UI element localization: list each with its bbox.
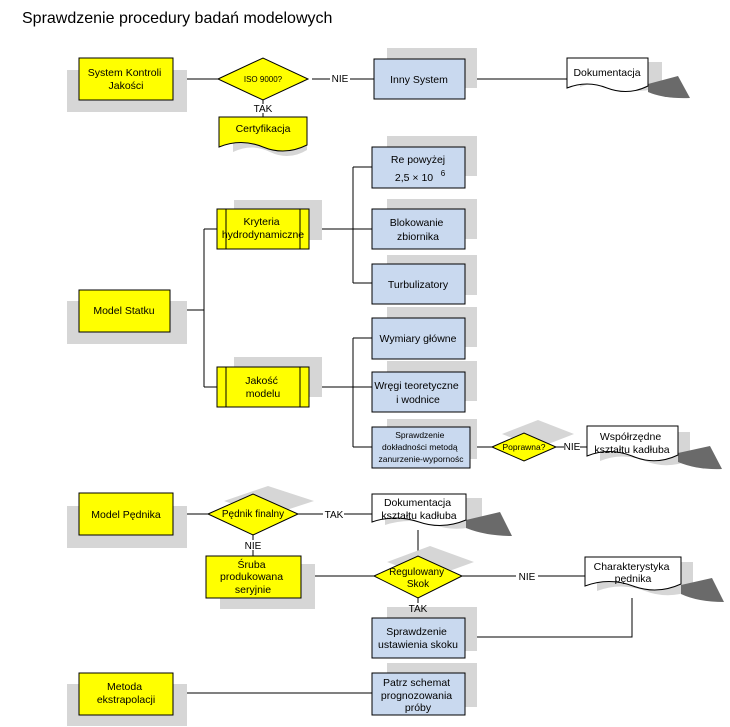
node-certyfikacja: Certyfikacja	[218, 116, 308, 152]
node-label: Regulowany	[389, 567, 444, 578]
node-label: Re powyżej	[391, 154, 445, 166]
node-label: Certyfikacja	[236, 123, 291, 135]
node-pednik-finalny: Pędnik finalny	[206, 493, 300, 536]
edge-label-regulowany-tak: TAK	[409, 604, 428, 615]
node-kryteria: Kryteria hydrodynamiczne	[216, 208, 310, 250]
node-label: System Kontroli	[88, 67, 162, 79]
node-label: produkowana	[220, 571, 283, 583]
node-label: dokładności metodą	[382, 442, 458, 452]
node-label: ISO 9000?	[244, 75, 283, 84]
svg-text:Blokowanie zbiornika: Blokowanie zbiornika	[390, 217, 447, 243]
node-label: Śruba	[238, 558, 266, 571]
svg-text:Charakterystyka pędnik: Charakterystyka pędnika	[594, 561, 673, 585]
node-label: Jakości	[108, 80, 143, 92]
node-label: prognozowania	[381, 690, 452, 702]
node-label: Model Pędnika	[91, 509, 161, 521]
node-label: Wymiary główne	[380, 333, 457, 345]
node-label: modelu	[246, 388, 281, 400]
page-title: Sprawdzenie procedury badań modelowych	[22, 10, 333, 27]
node-label: Jakość	[245, 375, 278, 387]
node-label: ekstrapolacji	[97, 694, 155, 706]
node-label: Dokumentacja	[384, 497, 451, 509]
node-wymiary: Wymiary główne	[371, 317, 466, 360]
node-label: ustawienia skoku	[378, 639, 458, 651]
node-label: próby	[405, 702, 432, 714]
node-label: kształtu kadłuba	[381, 510, 456, 522]
node-wspolrzedne: Współrzędne kształtu kadłuba	[586, 425, 679, 462]
node-label: zbiornika	[397, 231, 439, 243]
shadow	[466, 512, 512, 536]
node-label: Wręgi teoretyczne	[374, 380, 459, 392]
edge-label-pednik-tak: TAK	[325, 510, 344, 521]
shadow	[681, 578, 724, 602]
node-label: Turbulizatory	[388, 279, 449, 291]
edge-label-regulowany-nie: NIE	[519, 572, 536, 583]
node-label: seryjnie	[235, 584, 271, 596]
node-label: Model Statku	[93, 305, 154, 317]
edge-label-pednik-nie: NIE	[245, 541, 262, 552]
svg-text:Regulowany Skok: Regulowany Skok	[389, 567, 447, 590]
node-poprawna: Poprawna?	[490, 432, 558, 462]
shadow	[648, 76, 690, 99]
node-dokumentacja: Dokumentacja	[566, 57, 649, 92]
node-label: Metoda	[107, 681, 142, 693]
svg-text:Dokumentacja kształtu: Dokumentacja kształtu kadłuba	[381, 497, 456, 522]
node-label: Skok	[407, 579, 430, 590]
node-label: zanurzenie-wypornośc	[378, 454, 464, 464]
node-label: kształtu kadłuba	[594, 444, 669, 456]
node-label: Charakterystyka	[594, 561, 670, 573]
svg-text:Patrz schemat prognozo: Patrz schemat prognozowania próby	[381, 677, 455, 714]
node-label: pędnika	[615, 573, 652, 585]
svg-text:Śruba produkowana: Śruba produkowana seryjnie	[220, 558, 286, 596]
node-label: Dokumentacja	[573, 67, 640, 79]
node-label-exponent: 6	[441, 169, 446, 178]
edge-label-poprawna-nie: NIE	[564, 442, 581, 453]
node-re-powyzej: Re powyżej 2,5 × 10 6	[371, 146, 466, 189]
node-sruba: Śruba produkowana seryjnie	[205, 555, 302, 599]
node-blokowanie: Blokowanie zbiornika	[371, 208, 466, 250]
node-iso9000: ISO 9000?	[216, 57, 310, 101]
node-sprawdzenie-ustawienia: Sprawdzenie ustawienia skoku	[371, 617, 466, 659]
node-label: hydrodynamiczne	[222, 229, 304, 241]
svg-text:Sprawdzenie dokładnośc: Sprawdzenie dokładności metodą zanurzeni…	[378, 430, 464, 464]
node-patrz-schemat: Patrz schemat prognozowania próby	[371, 672, 466, 716]
node-jakosc: Jakość modelu	[216, 366, 310, 408]
node-model-statku: Model Statku	[78, 289, 171, 333]
node-label: Kryteria	[243, 216, 279, 228]
node-label: Patrz schemat	[383, 677, 450, 689]
node-system-kontroli: System Kontroli Jakości	[78, 57, 174, 101]
node-model-pednika: Model Pędnika	[78, 492, 174, 536]
node-label: Sprawdzenie	[395, 430, 444, 440]
node-regulowany-skok: Regulowany Skok	[372, 555, 464, 599]
node-label: Współrzędne	[600, 431, 661, 443]
svg-text:Współrzędne kształtu k: Współrzędne kształtu kadłuba	[594, 431, 669, 456]
node-inny-system: Inny System	[373, 58, 466, 100]
node-label: i wodnice	[396, 394, 440, 406]
node-charakterystyka: Charakterystyka pędnika	[584, 556, 682, 591]
node-label: Sprawdzenie	[386, 626, 447, 638]
svg-text:System Kontroli Jakośc: System Kontroli Jakości	[88, 67, 164, 92]
svg-text:Jakość modelu: Jakość modelu	[245, 375, 281, 400]
edge-label-iso-tak: TAK	[254, 104, 273, 115]
node-metoda: Metoda ekstrapolacji	[78, 672, 174, 716]
svg-text:Metoda ekstrapolacji: Metoda ekstrapolacji	[97, 681, 155, 706]
edge-ustawienia-charakterystyka	[465, 598, 633, 638]
edge-label-iso-nie: NIE	[332, 74, 349, 85]
node-label: Blokowanie	[390, 217, 444, 229]
node-wregi: Wręgi teoretyczne i wodnice	[371, 371, 466, 413]
node-label: 2,5 × 10	[395, 172, 433, 184]
svg-text:Wręgi teoretyczne i wo: Wręgi teoretyczne i wodnice	[374, 380, 461, 406]
svg-text:Kryteria hydrodynamicz: Kryteria hydrodynamiczne	[222, 216, 304, 241]
node-sprawdzenie-dokladnosci: Sprawdzenie dokładności metodą zanurzeni…	[371, 426, 471, 469]
shadow	[678, 446, 722, 470]
node-turbulizatory: Turbulizatory	[371, 263, 466, 305]
node-label: Inny System	[390, 74, 448, 86]
svg-text:Sprawdzenie ustawienia: Sprawdzenie ustawienia skoku	[378, 626, 458, 651]
node-label: Pędnik finalny	[222, 509, 284, 520]
node-dokumentacja-ksztaltu: Dokumentacja kształtu kadłuba	[371, 493, 467, 526]
node-label: Poprawna?	[502, 442, 545, 452]
